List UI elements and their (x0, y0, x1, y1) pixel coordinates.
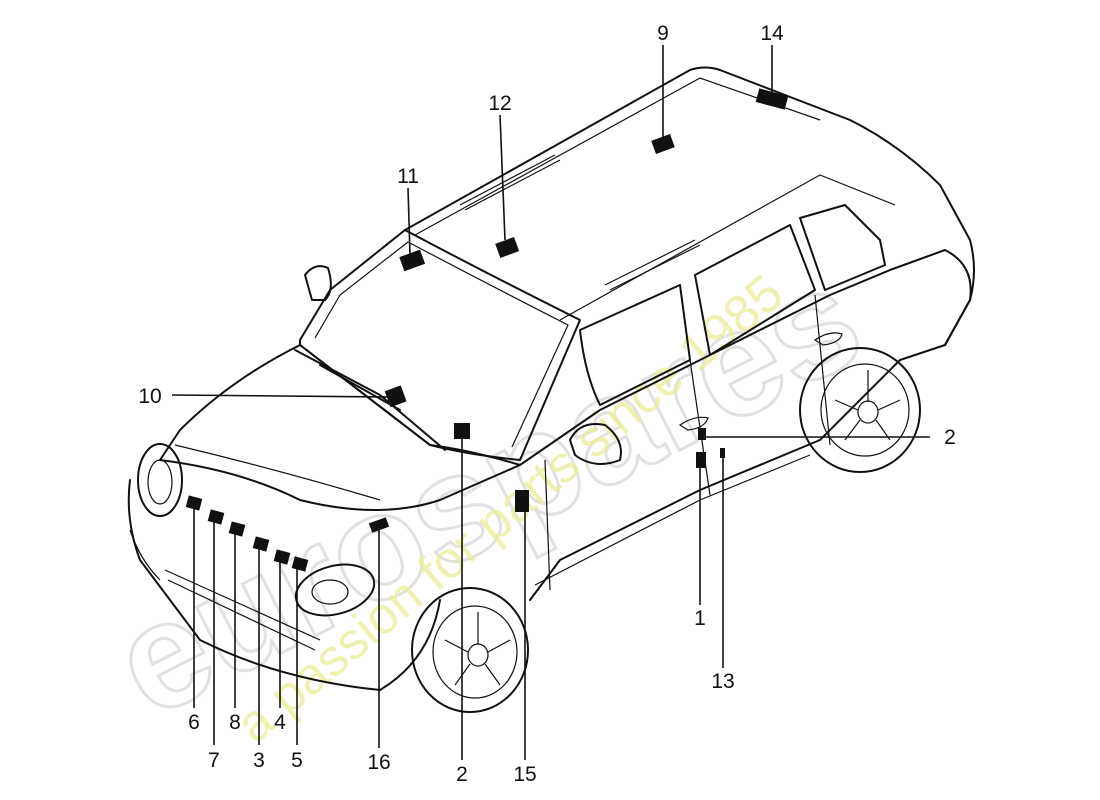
label-patch-4 (273, 549, 291, 565)
callout-6: 6 (188, 711, 200, 734)
leader-line-12 (499, 114, 506, 241)
wiper-right (319, 364, 401, 411)
label-patch-5 (291, 556, 309, 572)
callout-9: 9 (657, 22, 669, 45)
label-patch-6 (185, 495, 203, 511)
front-door-handle (678, 416, 709, 431)
callout-11: 11 (397, 165, 419, 188)
callout-15: 14 (760, 22, 784, 45)
callout-7: 7 (208, 749, 220, 772)
headlight-left (137, 443, 183, 517)
callout-8: 8 (229, 711, 241, 734)
headlight-right-inner (311, 579, 349, 605)
label-patch-16 (368, 517, 390, 533)
leader-line-11 (407, 187, 411, 256)
car-illustration (127, 66, 975, 713)
label-patch-10 (384, 385, 407, 408)
label-patch-8 (228, 521, 246, 537)
label-patch-9 (651, 134, 675, 154)
side-mirror-left (304, 265, 332, 301)
callout-14: 13 (711, 670, 734, 693)
rear-door-window (694, 224, 816, 356)
label-patch-7 (207, 509, 225, 525)
leader-line-10 (171, 394, 393, 398)
windshield (299, 229, 581, 461)
front-door-window (579, 284, 691, 406)
callout-12: 12 (488, 92, 511, 115)
label-patch-2-windshield (454, 423, 470, 439)
label-patch-2-door (698, 428, 706, 440)
callout-4: 4 (274, 711, 286, 734)
label-patch-14 (720, 448, 725, 458)
hood (159, 344, 521, 511)
side-mirror-right (569, 423, 622, 465)
hood-crease (174, 444, 381, 501)
callout-3: 3 (253, 749, 265, 772)
grille (129, 529, 321, 651)
rear-door-handle (813, 332, 843, 346)
roof-outline (404, 66, 975, 346)
label-patch-1 (696, 452, 706, 468)
headlight-left-inner (147, 459, 173, 505)
label-patch-11 (399, 249, 426, 272)
callout-16: 16 (367, 751, 390, 774)
callout-2-bottom: 2 (456, 763, 468, 786)
quarter-window (799, 204, 886, 291)
callout-10: 10 (138, 385, 161, 408)
front-bumper (127, 479, 441, 691)
label-patch-13 (515, 490, 529, 512)
label-patches (185, 88, 789, 572)
callout-5: 5 (291, 749, 303, 772)
label-patch-12 (495, 237, 520, 258)
wiper-left (294, 349, 446, 451)
roof-groove-rear (604, 239, 701, 291)
door-seam-rear (814, 294, 831, 446)
body-side (519, 249, 972, 601)
watermark: eurospares a passion for parts since 198… (87, 230, 887, 754)
label-patch-15 (755, 88, 789, 110)
label-patch-3 (252, 536, 270, 552)
sunroof-groove (459, 154, 561, 211)
front-wheel (411, 587, 529, 713)
door-seam-middle (689, 359, 711, 496)
callout-2-right: 2 (944, 426, 956, 449)
rear-wheel (799, 347, 921, 473)
door-seam-front (544, 459, 551, 591)
callout-1: 1 (694, 607, 706, 630)
callout-labels: 9 14 12 11 10 2 1 13 6 8 4 7 3 5 16 2 15 (138, 22, 956, 786)
leader-lines (171, 45, 930, 760)
callout-13: 15 (513, 763, 536, 786)
